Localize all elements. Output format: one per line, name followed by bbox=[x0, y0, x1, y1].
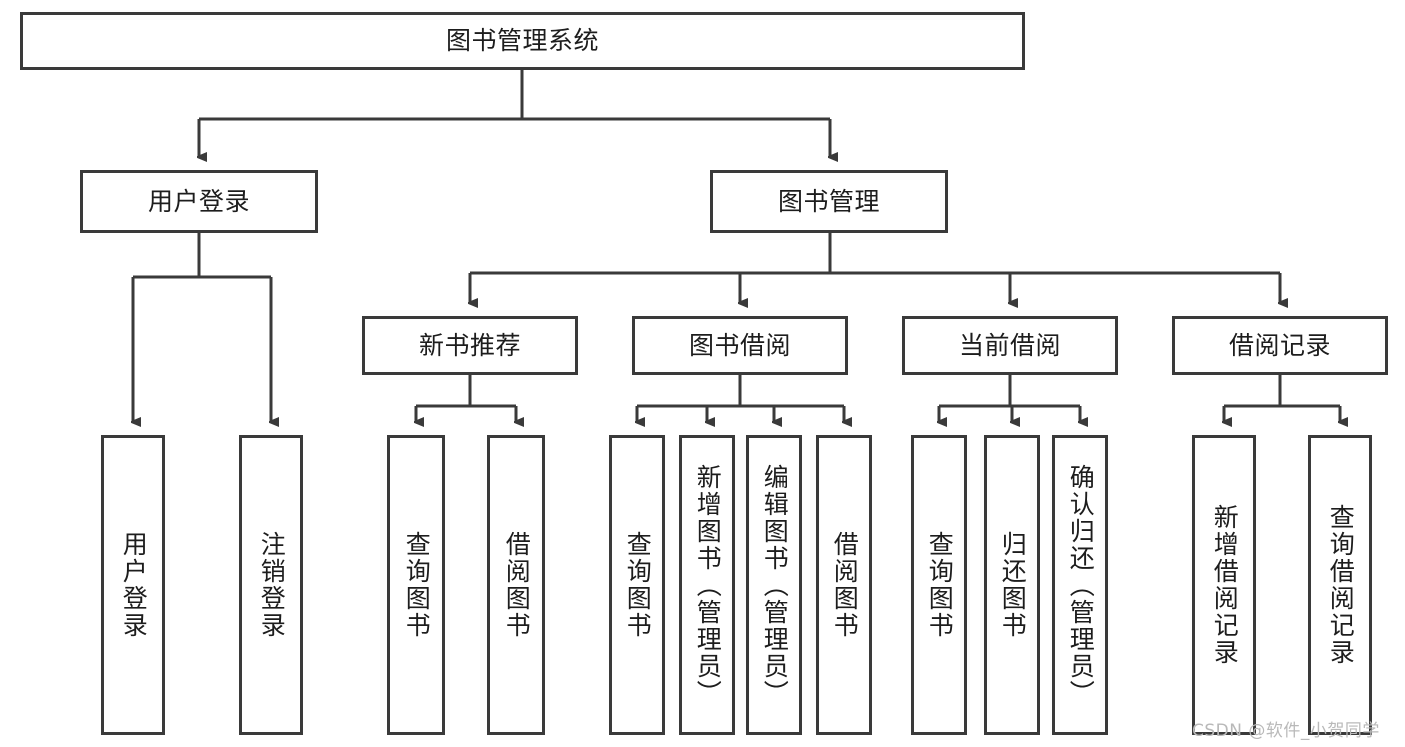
node-leaf-edit-book-label: 编辑图书（管理员） bbox=[760, 463, 790, 707]
node-leaf-query-book-3-label: 查询图书 bbox=[925, 531, 955, 639]
node-root-label: 图书管理系统 bbox=[445, 26, 599, 55]
node-leaf-query-book-1[interactable]: 查询图书 bbox=[387, 435, 445, 735]
node-borrow-record[interactable]: 借阅记录 bbox=[1172, 316, 1388, 375]
node-leaf-borrow-book-2[interactable]: 借阅图书 bbox=[816, 435, 872, 735]
node-book-manage[interactable]: 图书管理 bbox=[710, 170, 948, 233]
node-root[interactable]: 图书管理系统 bbox=[20, 12, 1025, 70]
node-leaf-query-record[interactable]: 查询借阅记录 bbox=[1308, 435, 1372, 735]
node-leaf-add-record-label: 新增借阅记录 bbox=[1210, 504, 1240, 666]
node-leaf-user-login-label: 用户登录 bbox=[119, 531, 149, 639]
node-leaf-user-logout-label: 注销登录 bbox=[257, 531, 287, 639]
node-leaf-confirm-return-label: 确认归还（管理员） bbox=[1066, 463, 1096, 707]
node-book-borrow-label: 图书借阅 bbox=[688, 330, 791, 360]
node-leaf-borrow-book-1-label: 借阅图书 bbox=[502, 531, 532, 639]
node-leaf-user-login[interactable]: 用户登录 bbox=[101, 435, 165, 735]
node-leaf-add-record[interactable]: 新增借阅记录 bbox=[1192, 435, 1256, 735]
node-leaf-return-book[interactable]: 归还图书 bbox=[984, 435, 1040, 735]
node-leaf-query-record-label: 查询借阅记录 bbox=[1326, 504, 1356, 666]
node-borrow-record-label: 借阅记录 bbox=[1228, 330, 1331, 360]
node-leaf-query-book-1-label: 查询图书 bbox=[402, 531, 432, 639]
node-current-borrow[interactable]: 当前借阅 bbox=[902, 316, 1118, 375]
node-leaf-query-book-2-label: 查询图书 bbox=[623, 531, 653, 639]
node-new-book-rec[interactable]: 新书推荐 bbox=[362, 316, 578, 375]
node-leaf-add-book-label: 新增图书（管理员） bbox=[693, 463, 723, 707]
node-book-manage-label: 图书管理 bbox=[777, 186, 880, 216]
node-user-login-label: 用户登录 bbox=[147, 186, 250, 216]
watermark: CSDN @软件_小贺同学 bbox=[1192, 721, 1380, 741]
node-user-login[interactable]: 用户登录 bbox=[80, 170, 318, 233]
node-book-borrow[interactable]: 图书借阅 bbox=[632, 316, 848, 375]
node-leaf-return-book-label: 归还图书 bbox=[998, 531, 1028, 639]
node-leaf-confirm-return[interactable]: 确认归还（管理员） bbox=[1052, 435, 1108, 735]
node-current-borrow-label: 当前借阅 bbox=[958, 330, 1061, 360]
node-new-book-rec-label: 新书推荐 bbox=[418, 330, 521, 360]
node-leaf-user-logout[interactable]: 注销登录 bbox=[239, 435, 303, 735]
node-leaf-edit-book[interactable]: 编辑图书（管理员） bbox=[746, 435, 802, 735]
node-leaf-borrow-book-1[interactable]: 借阅图书 bbox=[487, 435, 545, 735]
node-leaf-borrow-book-2-label: 借阅图书 bbox=[830, 531, 860, 639]
node-leaf-add-book[interactable]: 新增图书（管理员） bbox=[679, 435, 735, 735]
node-leaf-query-book-3[interactable]: 查询图书 bbox=[911, 435, 967, 735]
node-leaf-query-book-2[interactable]: 查询图书 bbox=[609, 435, 665, 735]
